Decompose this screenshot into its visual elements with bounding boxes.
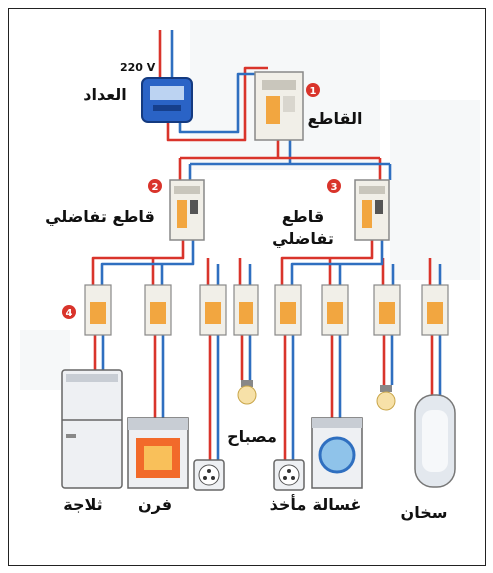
fridge-label: ثلاجة	[63, 495, 102, 514]
socket-right-icon	[273, 459, 305, 491]
branch-breaker-washer	[321, 284, 349, 336]
heater-label: سخان	[401, 503, 448, 522]
badge-1-number: 1	[310, 86, 317, 97]
right-group-phase	[280, 240, 432, 285]
socket-left-icon	[193, 459, 225, 491]
badge-3-number: 3	[331, 182, 338, 193]
branch-breaker-heater	[421, 284, 449, 336]
main-breaker-label: القاطع	[307, 109, 362, 128]
branch-breaker-socket-left	[199, 284, 227, 336]
badge-3	[327, 179, 341, 193]
bus-neutral-1	[188, 162, 392, 180]
branch-breaker-lamp-left	[233, 284, 259, 336]
meter-label: العداد	[83, 85, 126, 104]
badge-1	[306, 83, 320, 97]
bus-phase-1	[178, 156, 382, 180]
diff-breaker-left-icon	[169, 179, 205, 241]
left-group-neutral	[100, 240, 252, 285]
badge-4	[62, 305, 76, 319]
branch-breaker-oven	[144, 284, 172, 336]
branch-breaker-fridge	[84, 284, 112, 336]
branch-breakers	[84, 284, 449, 336]
background-texture	[20, 20, 480, 390]
diff-breaker-right-label-line1: قاطع	[282, 207, 324, 226]
oven-label: فرن	[138, 495, 172, 514]
diff-breaker-right-icon	[354, 179, 390, 241]
branch-breaker-lamp-right	[373, 284, 401, 336]
main-breaker-icon	[254, 71, 304, 141]
diff-breaker-right-label-line2: تفاضلي	[272, 229, 334, 249]
water-heater-icon	[414, 394, 456, 488]
lamp-right-icon	[376, 385, 396, 411]
fridge-icon	[61, 369, 123, 489]
meter-icon	[141, 77, 193, 123]
lamp-left-icon	[237, 380, 257, 405]
voltage-label: 220 V	[120, 61, 156, 74]
washer-icon	[311, 417, 363, 489]
washer-label: غسالة	[313, 495, 362, 514]
meter-to-breaker-phase	[166, 66, 268, 142]
diff-breaker-left-label: قاطع تفاضلي	[45, 207, 155, 227]
right-group-neutral	[290, 240, 442, 285]
badge-4-number: 4	[66, 308, 73, 319]
lamp-label: مصباح	[227, 427, 277, 446]
badge-2	[148, 179, 162, 193]
socket-label: مأخذ	[270, 494, 307, 514]
badge-2-number: 2	[152, 182, 159, 193]
branch-breaker-socket-right	[274, 284, 302, 336]
left-group-phase	[91, 240, 242, 285]
meter-to-breaker-neutral	[178, 72, 262, 134]
wiring	[91, 30, 442, 460]
oven-icon	[127, 417, 189, 489]
